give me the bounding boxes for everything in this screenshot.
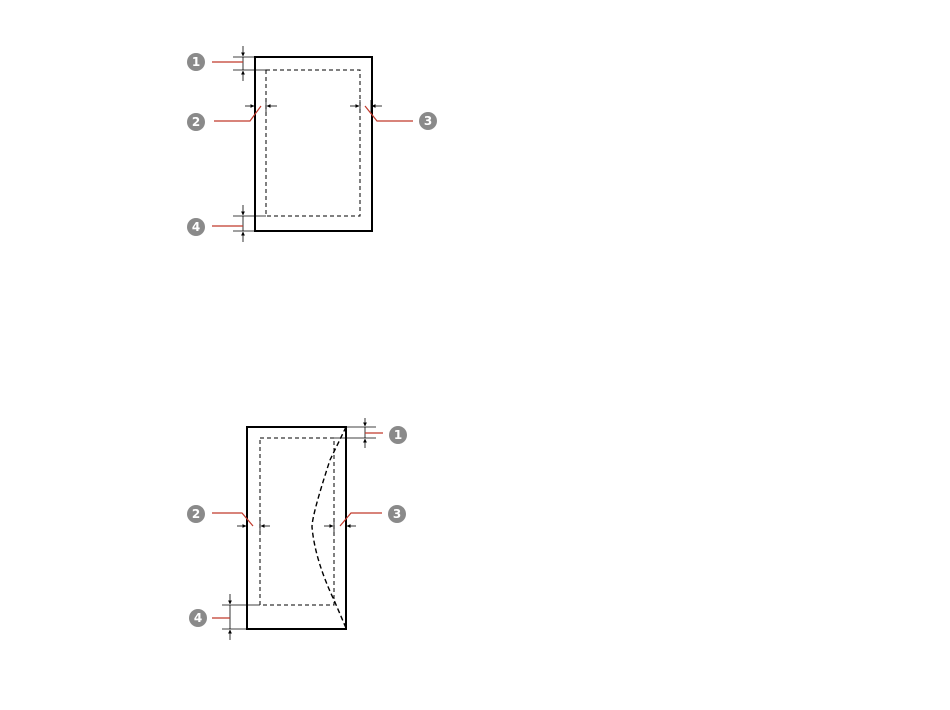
callout-badge: 1 — [389, 426, 407, 444]
left-margin-dimension: 2 — [187, 505, 270, 532]
envelope-margins-diagram: 1 2 3 — [187, 418, 407, 640]
sheet-outline — [255, 57, 372, 231]
right-margin-dimension: 3 — [324, 505, 406, 532]
svg-text:1: 1 — [192, 55, 200, 69]
svg-text:1: 1 — [394, 428, 402, 442]
right-margin-dimension: 3 — [350, 100, 437, 130]
callout-badge: 3 — [388, 505, 406, 523]
callout-badge: 4 — [189, 609, 207, 627]
svg-text:3: 3 — [393, 507, 401, 521]
leader-line — [214, 106, 261, 121]
sheet-margins-diagram: 1 2 3 — [187, 46, 437, 242]
callout-badge: 1 — [187, 53, 205, 71]
top-margin-dimension: 1 — [334, 418, 407, 448]
svg-text:2: 2 — [192, 507, 200, 521]
svg-text:4: 4 — [194, 611, 202, 625]
callout-badge: 4 — [187, 218, 205, 236]
bottom-margin-dimension: 4 — [189, 594, 260, 640]
svg-text:4: 4 — [192, 220, 200, 234]
envelope-flap-line — [312, 427, 346, 628]
left-margin-dimension: 2 — [187, 100, 277, 131]
svg-text:3: 3 — [424, 114, 432, 128]
callout-badge: 2 — [187, 505, 205, 523]
printable-area — [266, 70, 360, 216]
printable-area — [260, 438, 334, 605]
svg-text:2: 2 — [192, 115, 200, 129]
callout-badge: 3 — [419, 112, 437, 130]
callout-badge: 2 — [187, 113, 205, 131]
